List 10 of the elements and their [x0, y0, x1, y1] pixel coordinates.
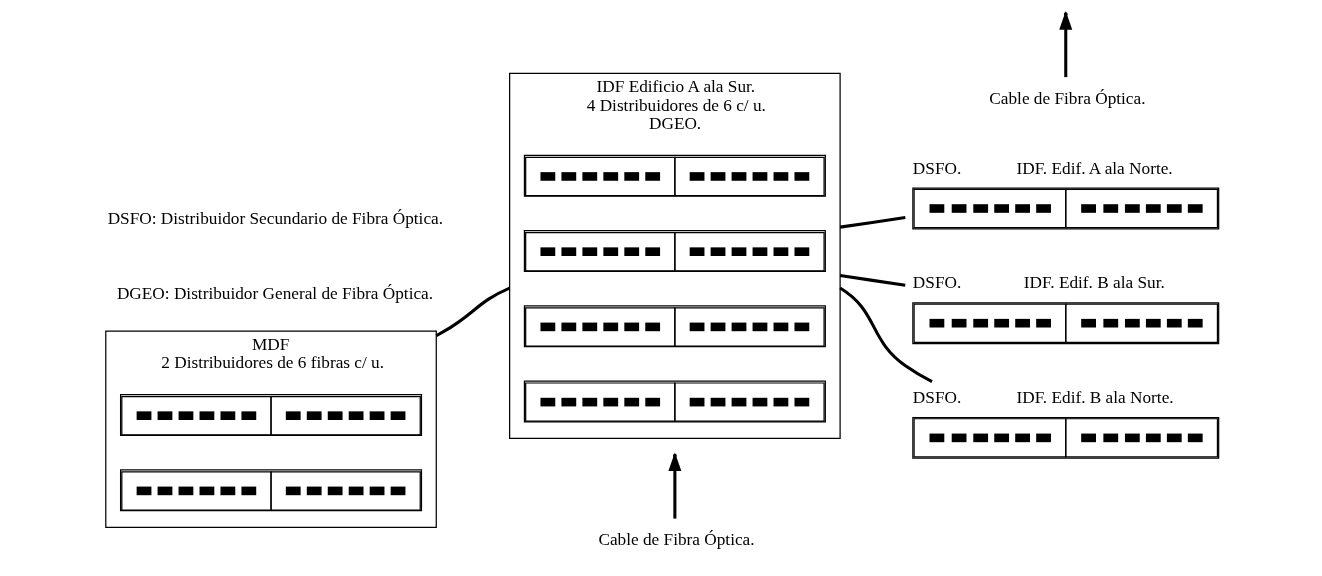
node-label: DSFO. — [912, 387, 962, 407]
node-label: IDF. Edif. B ala Norte. — [1016, 387, 1174, 407]
node-label: IDF. Edif. A ala Norte. — [1016, 158, 1173, 178]
label: DGEO: Distribuidor General de Fibra Óptica. — [116, 283, 434, 303]
node-text: Cable de Fibra Óptica. — [989, 88, 1146, 108]
node-label: IDF. Edif. B ala Sur. — [1023, 273, 1165, 293]
node-text: Cable de Fibra Óptica. — [598, 530, 755, 550]
node-label: DSFO. — [912, 158, 962, 178]
label: DSFO: Distribuidor Secundario de Fibra Óptica. — [107, 208, 444, 228]
node-label: DSFO. — [912, 273, 962, 293]
